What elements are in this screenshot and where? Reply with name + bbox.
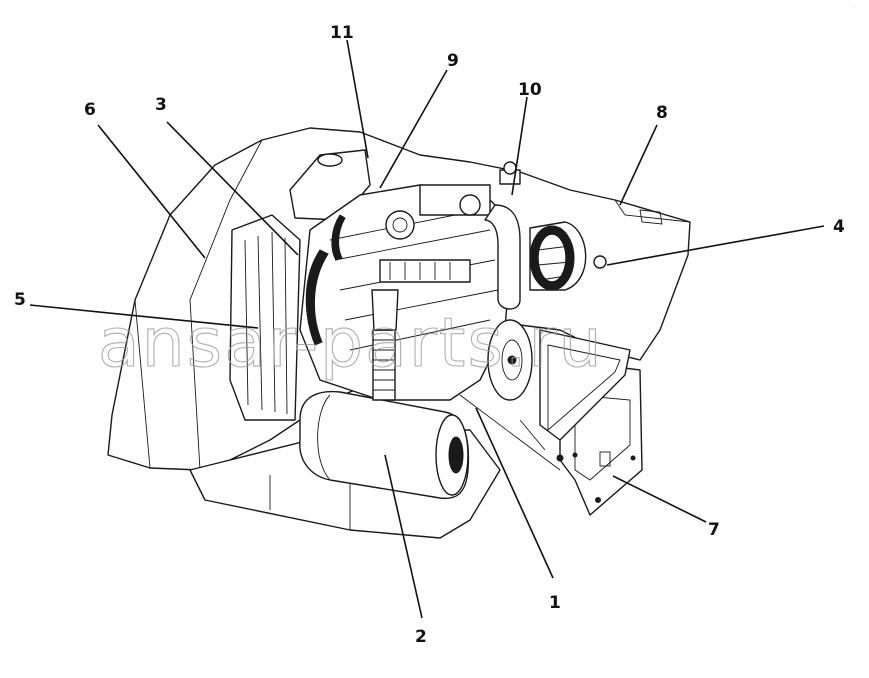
leader-11	[346, 39, 369, 159]
callout-6: 6	[84, 100, 96, 120]
leader-4	[606, 225, 825, 266]
leader-7	[612, 475, 707, 523]
leader-1	[475, 407, 554, 579]
leader-9	[379, 69, 448, 189]
air-filter	[529, 221, 607, 291]
leader-10	[511, 96, 528, 196]
callout-11: 11	[330, 23, 354, 43]
leader-5	[29, 304, 259, 329]
callout-labels: 1 2 3 4 5 6 7 8 9 10 11	[14, 23, 845, 647]
radiator	[229, 214, 301, 421]
pulley	[487, 319, 533, 401]
battery-tray	[539, 329, 631, 441]
callout-8: 8	[656, 103, 668, 123]
leader-2	[384, 454, 423, 619]
callout-5: 5	[14, 290, 26, 310]
leader-6	[97, 124, 206, 259]
muffler	[299, 390, 470, 500]
leader-8	[619, 124, 658, 206]
engine-block	[299, 184, 511, 401]
leader-lines	[29, 39, 825, 619]
exhaust-pipe	[371, 289, 399, 401]
corner-mark: ·· ·	[852, 4, 859, 10]
callout-10: 10	[518, 80, 542, 100]
callout-3: 3	[155, 95, 167, 115]
callout-1: 1	[549, 593, 561, 613]
intake-hose	[484, 204, 521, 310]
callout-9: 9	[447, 51, 459, 71]
callout-2: 2	[415, 627, 427, 647]
leader-3	[166, 121, 299, 256]
callout-7: 7	[708, 520, 720, 540]
brackets	[459, 394, 578, 471]
callout-4: 4	[833, 217, 845, 237]
watermark: ansar-parts.ru	[98, 304, 604, 383]
